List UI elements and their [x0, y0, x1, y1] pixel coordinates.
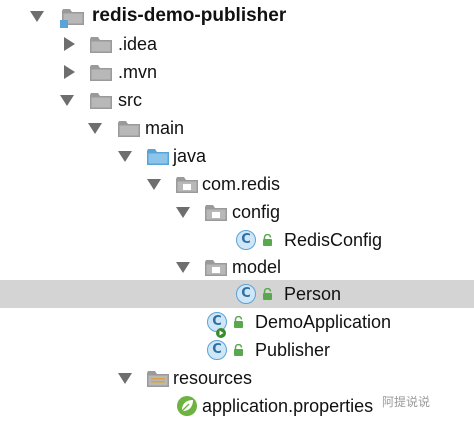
lock-icon — [233, 344, 244, 356]
tree-row-model[interactable]: model — [0, 253, 474, 281]
tree-row-package[interactable]: com.redis — [0, 170, 474, 198]
folder-icon — [118, 121, 140, 137]
lock-icon — [262, 288, 273, 300]
run-icon — [216, 328, 226, 338]
tree-item-label: main — [145, 118, 185, 138]
tree-row-demoapplication[interactable]: C DemoApplication — [0, 308, 474, 338]
tree-row-java[interactable]: java — [0, 142, 474, 170]
chevron-down-icon[interactable] — [60, 95, 74, 106]
tree-row-project[interactable]: redis-demo-publisher — [0, 2, 474, 30]
chevron-right-icon[interactable] — [64, 37, 75, 51]
watermark: 阿提说说 — [382, 393, 430, 410]
resources-folder-icon — [147, 371, 169, 387]
tree-item-label: Person — [284, 284, 342, 304]
tree-item-label: com.redis — [202, 174, 281, 194]
watermark-text: 阿提说说 — [382, 395, 431, 409]
tree-item-label: RedisConfig — [284, 230, 383, 250]
chevron-down-icon[interactable] — [176, 262, 190, 273]
chevron-down-icon[interactable] — [147, 179, 161, 190]
tree-row-person[interactable]: C Person — [0, 280, 474, 308]
package-icon — [205, 260, 227, 276]
tree-row-src[interactable]: src — [0, 86, 474, 114]
tree-item-label: resources — [173, 368, 253, 388]
tree-row-mvn[interactable]: .mvn — [0, 58, 474, 86]
tree-row-main[interactable]: main — [0, 114, 474, 142]
spring-leaf-icon — [177, 396, 197, 416]
chevron-down-icon[interactable] — [176, 207, 190, 218]
folder-icon — [90, 37, 112, 53]
lock-icon — [262, 234, 273, 246]
tree-row-application-properties[interactable]: application.properties — [0, 392, 474, 420]
package-icon — [205, 205, 227, 221]
project-name: redis-demo-publisher — [92, 5, 287, 26]
tree-item-label: config — [232, 202, 281, 222]
tree-row-resources[interactable]: resources — [0, 364, 474, 392]
chevron-right-icon[interactable] — [64, 65, 75, 79]
folder-icon — [90, 93, 112, 109]
package-icon — [176, 177, 198, 193]
tree-item-label: src — [118, 90, 142, 110]
tree-row-redisconfig[interactable]: C RedisConfig — [0, 226, 474, 254]
chevron-down-icon[interactable] — [88, 123, 102, 134]
tree-item-label: application.properties — [202, 396, 374, 416]
chevron-down-icon[interactable] — [118, 151, 132, 162]
class-icon: C — [236, 284, 256, 304]
chevron-down-icon[interactable] — [118, 373, 132, 384]
chevron-down-icon[interactable] — [30, 11, 44, 22]
lock-icon — [233, 316, 244, 328]
tree-row-idea[interactable]: .idea — [0, 30, 474, 58]
folder-icon — [90, 65, 112, 81]
tree-item-label: java — [173, 146, 207, 166]
tree-row-publisher[interactable]: C Publisher — [0, 336, 474, 364]
tree-item-label: DemoApplication — [255, 312, 392, 332]
class-icon: C — [236, 230, 256, 250]
tree-item-label: Publisher — [255, 340, 331, 360]
tree-item-label: .mvn — [118, 62, 158, 82]
tree-item-label: .idea — [118, 34, 158, 54]
class-icon: C — [207, 340, 227, 360]
tree-item-label: model — [232, 257, 282, 277]
source-folder-icon — [147, 149, 169, 165]
tree-row-config[interactable]: config — [0, 198, 474, 226]
module-marker-icon — [60, 20, 68, 28]
